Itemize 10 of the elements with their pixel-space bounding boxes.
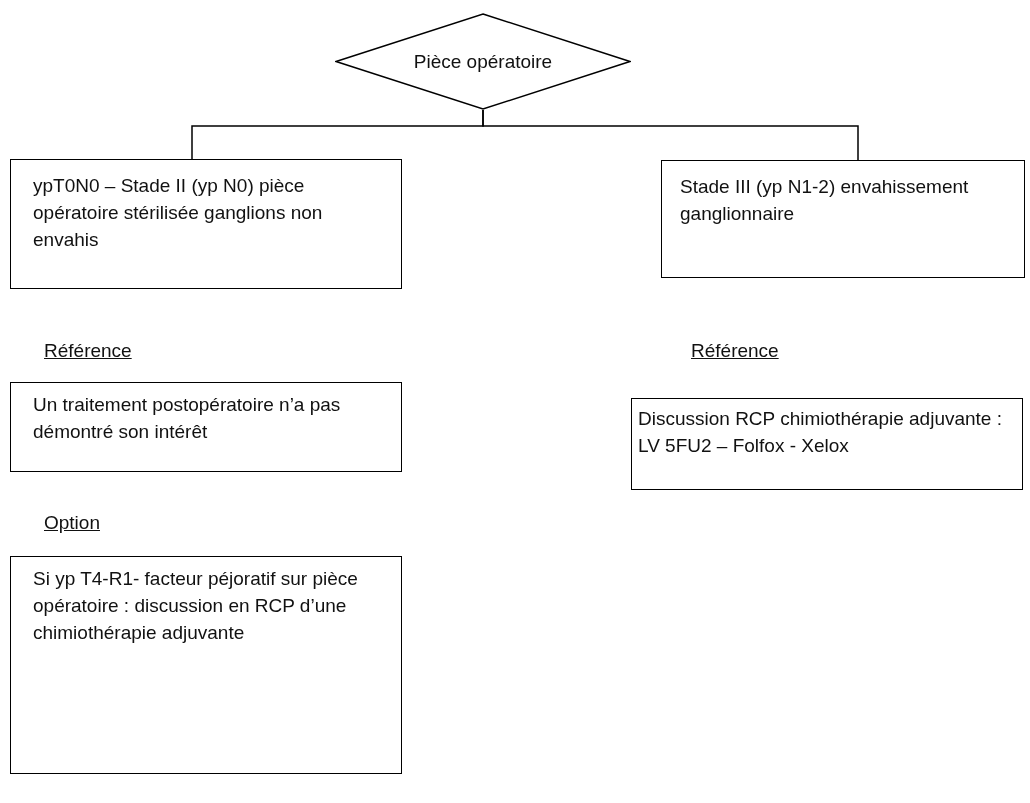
text-box: Un traitement postopératoire n’a pas démontré son intérêt (10, 382, 402, 472)
text-box: ypT0N0 – Stade II (yp N0) pièce opératoire stérilisée ganglions non envahis (10, 159, 402, 289)
section-heading: Option (44, 512, 100, 534)
node-text: Pièce opératoire (413, 50, 553, 73)
text-box: Discussion RCP chimiothérapie adjuvante : LV 5FU2 – Folfox - Xelox (631, 398, 1023, 490)
section-heading: Référence (44, 340, 132, 362)
section-heading: Référence (691, 340, 779, 362)
text-box: Si yp T4-R1- facteur péjoratif sur pièce opératoire : discussion en RCP d’une chimiothérapie adjuvante (10, 556, 402, 774)
connector-line (482, 109, 859, 161)
text-box: Stade III (yp N1-2) envahissement ganglionnaire (661, 160, 1025, 278)
